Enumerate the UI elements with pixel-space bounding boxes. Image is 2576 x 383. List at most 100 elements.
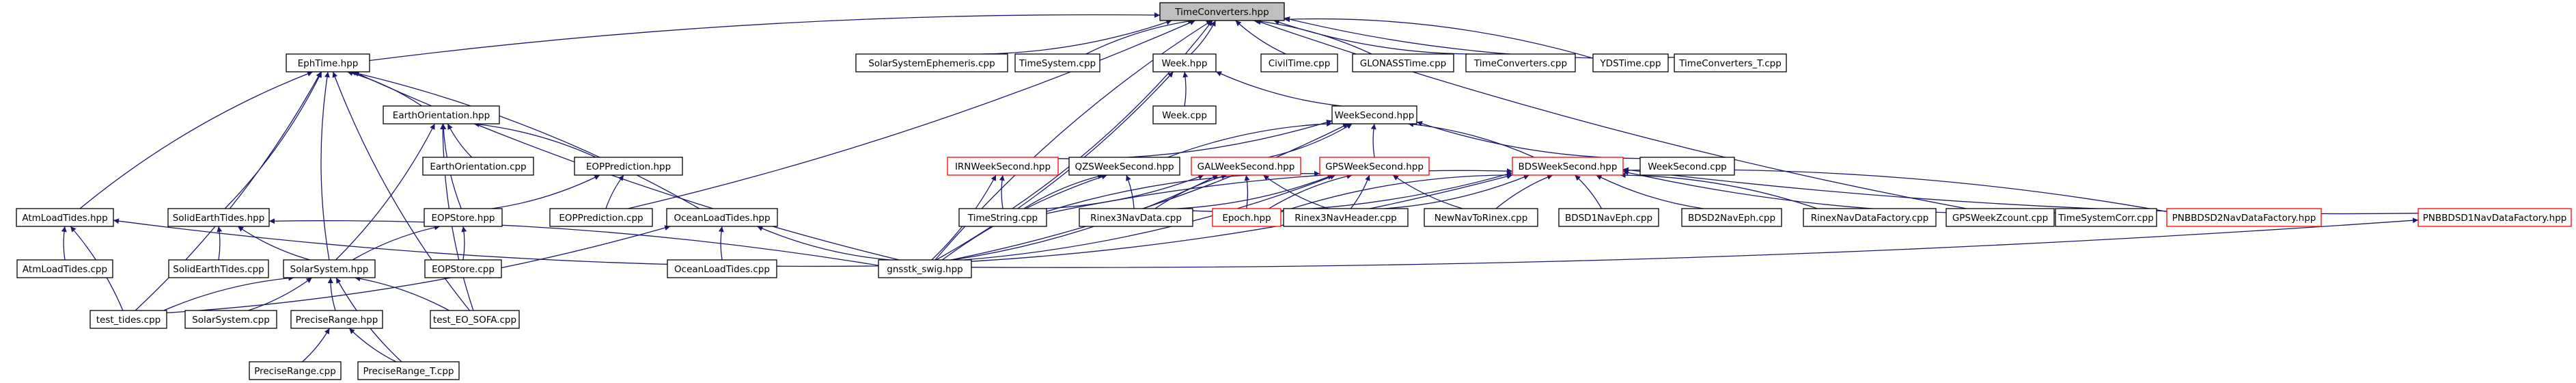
- node-ydstime[interactable]: YDSTime.cpp: [1592, 53, 1669, 72]
- edge-solarsystemcpp-to-solarsystem: [248, 277, 313, 311]
- node-root[interactable]: TimeConverters.hpp: [1159, 2, 1285, 21]
- node-tcconvt[interactable]: TimeConverters_T.cpp: [1674, 53, 1787, 72]
- node-civiltime[interactable]: CivilTime.cpp: [1260, 53, 1338, 72]
- node-oceanload[interactable]: OceanLoadTides.hpp: [666, 208, 778, 227]
- node-label: BDSD2NavEph.cpp: [1688, 213, 1775, 224]
- node-bdsd1[interactable]: BDSD1NavEph.cpp: [1558, 208, 1659, 227]
- edge-bdsd1-to-bds: [1574, 174, 1603, 209]
- node-weekcpp[interactable]: Week.cpp: [1152, 105, 1217, 124]
- node-pnbbdsd1[interactable]: PNBBDSD1NavDataFactory.hpp: [2418, 208, 2572, 227]
- node-label: PNBBDSD1NavDataFactory.hpp: [2423, 213, 2567, 224]
- node-testtides[interactable]: test_tides.cpp: [89, 310, 167, 329]
- node-atmloadcpp[interactable]: AtmLoadTides.cpp: [16, 259, 113, 278]
- node-box: [1681, 208, 1782, 227]
- edge-rinex3navdata-to-qzs: [1126, 174, 1135, 209]
- node-rinexnavfact[interactable]: RinexNavDataFactory.cpp: [1803, 208, 1937, 227]
- edge-gnsstk-to-gps: [963, 174, 1336, 261]
- edge-solarsystem-to-solidearth: [237, 226, 311, 261]
- node-earthorientcpp[interactable]: EarthOrientation.cpp: [422, 157, 534, 176]
- node-timesystem[interactable]: TimeSystem.cpp: [1014, 53, 1100, 72]
- node-eopstore[interactable]: EOPStore.hpp: [424, 208, 503, 227]
- node-glonass[interactable]: GLONASSTime.cpp: [1352, 53, 1454, 72]
- edges-layer: [61, 12, 2419, 362]
- node-box: [383, 105, 500, 124]
- node-epoch[interactable]: Epoch.hpp: [1212, 208, 1282, 227]
- node-precise[interactable]: PreciseRange.hpp: [290, 310, 383, 329]
- edge-gnsstk-to-pnbbdsd1: [971, 217, 2419, 268]
- node-label: TimeSystemCorr.cpp: [2058, 213, 2154, 224]
- node-label: EOPStore.cpp: [432, 264, 495, 275]
- edge-timestring-to-bds: [1046, 168, 1513, 214]
- node-testeo[interactable]: test_EO_SOFA.cpp: [430, 310, 520, 329]
- node-box: [1424, 208, 1538, 227]
- edge-civiltime-to-root: [1235, 20, 1286, 55]
- node-solidearth[interactable]: SolidEarthTides.hpp: [167, 208, 270, 227]
- node-solidearthcpp[interactable]: SolidEarthTides.cpp: [168, 259, 269, 278]
- node-weeksecondcpp[interactable]: WeekSecond.cpp: [1639, 157, 1735, 176]
- node-timestring[interactable]: TimeString.cpp: [958, 208, 1047, 227]
- edge-eoppredcpp-to-eoppred: [605, 174, 624, 209]
- node-earthorient[interactable]: EarthOrientation.hpp: [383, 105, 500, 124]
- node-box: [1260, 53, 1338, 72]
- node-preciset[interactable]: PreciseRange_T.cpp: [357, 361, 460, 380]
- node-label: EOPPrediction.hpp: [586, 161, 671, 172]
- node-rinex3navdata[interactable]: Rinex3NavData.cpp: [1079, 208, 1193, 227]
- node-precisecpp[interactable]: PreciseRange.cpp: [249, 361, 342, 380]
- node-label: SolidEarthTides.cpp: [173, 264, 264, 275]
- node-eoppredcpp[interactable]: EOPPrediction.cpp: [549, 208, 653, 227]
- node-eoppred[interactable]: EOPPrediction.hpp: [574, 157, 683, 176]
- edge-atmload-to-ephtime: [79, 71, 314, 209]
- node-box: [1283, 208, 1409, 227]
- node-atmload[interactable]: AtmLoadTides.hpp: [16, 208, 114, 227]
- node-gal[interactable]: GALWeekSecond.hpp: [1191, 157, 1301, 176]
- node-box: [667, 259, 777, 278]
- node-label: Week.cpp: [1162, 110, 1207, 121]
- node-newnav[interactable]: NewNavToRinex.cpp: [1424, 208, 1538, 227]
- node-label: SolarSystem.cpp: [192, 315, 270, 326]
- node-label: test_EO_SOFA.cpp: [433, 315, 516, 326]
- node-box: [1331, 105, 1417, 124]
- node-box: [1465, 53, 1576, 72]
- node-weeksecond[interactable]: WeekSecond.hpp: [1331, 105, 1417, 124]
- edge-precisecpp-to-precise: [302, 328, 330, 362]
- edge-preciset-to-precise: [348, 328, 397, 362]
- node-solarsystemcpp[interactable]: SolarSystem.cpp: [184, 310, 277, 329]
- node-label: TimeConverters.hpp: [1174, 7, 1269, 18]
- node-pnbbdsd2[interactable]: PNBBDSD2NavDataFactory.hpp: [2166, 208, 2322, 227]
- node-eopstorecpp[interactable]: EOPStore.cpp: [424, 259, 502, 278]
- edge-timestring-to-irn: [999, 174, 1005, 209]
- node-gps[interactable]: GPSWeekSecond.hpp: [1319, 157, 1430, 176]
- edge-timestring-to-root: [1012, 20, 1213, 209]
- node-box: [168, 259, 269, 278]
- node-solarsystem[interactable]: SolarSystem.hpp: [283, 259, 376, 278]
- edge-testtides-to-oceanload: [166, 225, 671, 314]
- node-timesyscorr[interactable]: TimeSystemCorr.cpp: [2055, 208, 2157, 227]
- edge-week-to-root: [1191, 20, 1217, 55]
- node-bdsd2[interactable]: BDSD2NavEph.cpp: [1681, 208, 1782, 227]
- node-label: QZSWeekSecond.hpp: [1075, 161, 1174, 172]
- edge-timesystem-to-root: [1085, 18, 1194, 55]
- node-gnsstk[interactable]: gnsstk_swig.hpp: [878, 259, 972, 278]
- node-box: [1945, 208, 2055, 227]
- node-rinex3navheader[interactable]: Rinex3NavHeader.cpp: [1283, 208, 1409, 227]
- node-tcconv[interactable]: TimeConverters.cpp: [1465, 53, 1576, 72]
- edge-testeo-to-solarsystem: [355, 276, 449, 311]
- node-box: [283, 259, 376, 278]
- node-ssephem[interactable]: SolarSystemEphemeris.cpp: [855, 53, 1008, 72]
- node-week[interactable]: Week.hpp: [1152, 53, 1217, 72]
- node-oceanloadcpp[interactable]: OceanLoadTides.cpp: [667, 259, 777, 278]
- node-irn[interactable]: IRNWeekSecond.hpp: [947, 157, 1059, 176]
- edge-qzs-to-weeksecond: [1167, 121, 1333, 158]
- node-box: [430, 310, 520, 329]
- node-box: [1152, 105, 1217, 124]
- edge-ydstime-to-root: [1284, 16, 1594, 59]
- edge-tcconvt-to-root: [1284, 16, 1675, 59]
- edge-rinex3navheader-to-gps: [1350, 174, 1370, 209]
- node-qzs[interactable]: QZSWeekSecond.hpp: [1068, 157, 1180, 176]
- node-gpsweekz[interactable]: GPSWeekZcount.cpp: [1945, 208, 2055, 227]
- node-ephtime[interactable]: EphTime.hpp: [286, 53, 370, 72]
- node-bds[interactable]: BDSWeekSecond.hpp: [1512, 157, 1624, 176]
- node-label: PreciseRange.hpp: [296, 315, 378, 326]
- node-label: TimeSystem.cpp: [1019, 58, 1096, 69]
